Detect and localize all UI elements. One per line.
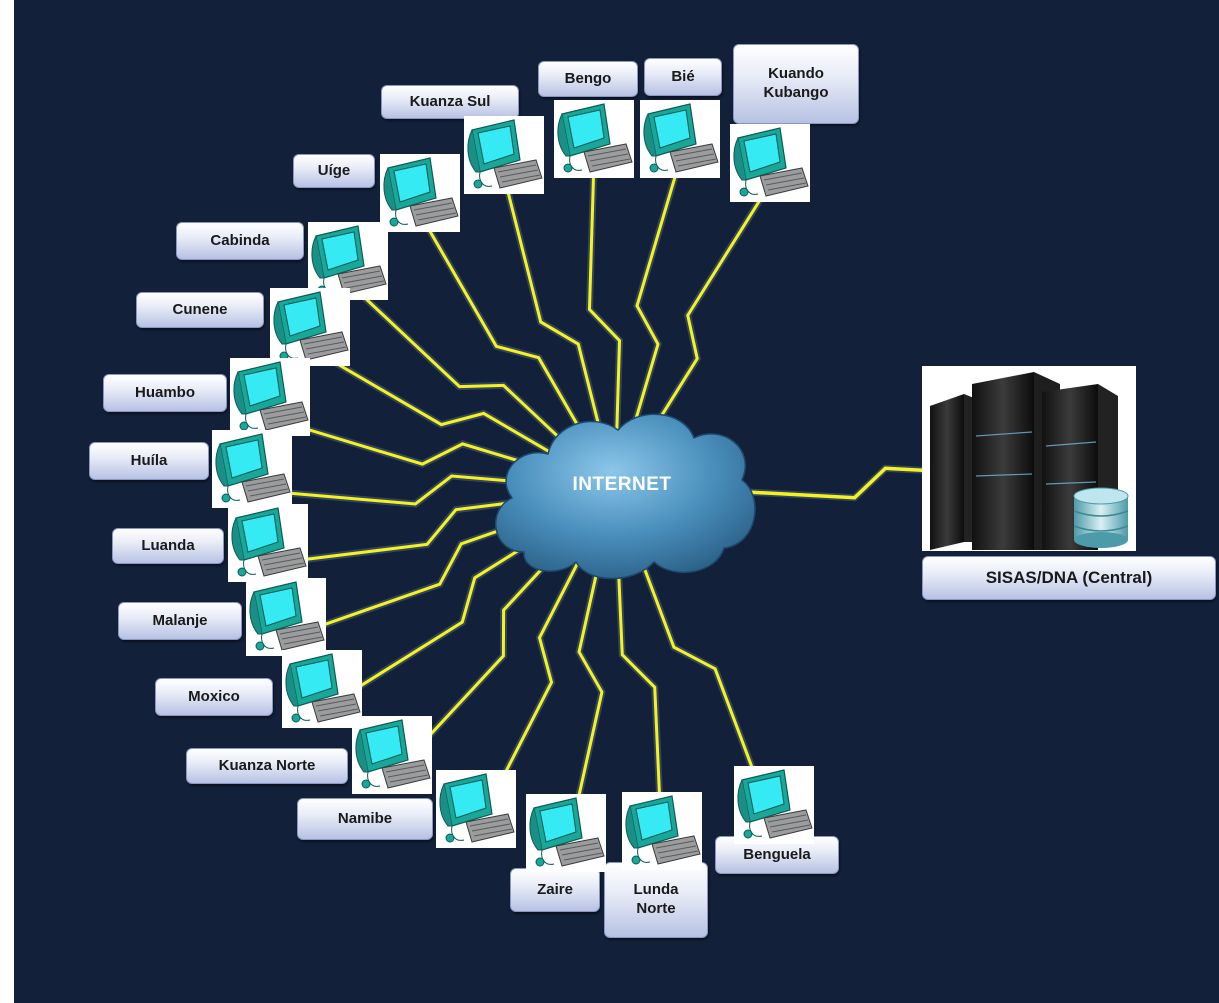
node-label-kuando-kubango: Kuando Kubango bbox=[733, 44, 859, 124]
computer-icon bbox=[730, 124, 810, 202]
computer-icon bbox=[228, 504, 308, 582]
node-label-cabinda: Cabinda bbox=[176, 222, 304, 260]
node-label-moxico: Moxico bbox=[155, 678, 273, 716]
computer-icon bbox=[640, 100, 720, 178]
internet-cloud bbox=[495, 413, 756, 580]
computer-icon bbox=[212, 430, 292, 508]
computer-icon bbox=[270, 288, 350, 366]
node-label-cunene: Cunene bbox=[136, 292, 264, 328]
node-label-luanda: Luanda bbox=[112, 528, 224, 564]
node-label-malanje: Malanje bbox=[118, 602, 242, 640]
node-label-huambo: Huambo bbox=[103, 374, 227, 412]
computer-icon bbox=[246, 578, 326, 656]
server-label: SISAS/DNA (Central) bbox=[922, 556, 1216, 600]
computer-icon bbox=[554, 100, 634, 178]
computer-icon bbox=[526, 794, 606, 872]
computer-icon bbox=[464, 116, 544, 194]
computer-icon bbox=[380, 154, 460, 232]
computer-icon bbox=[308, 222, 388, 300]
lightning-link bbox=[587, 159, 622, 491]
node-label-uige: Uíge bbox=[293, 154, 375, 188]
central-server-icon bbox=[922, 366, 1136, 551]
computer-icon bbox=[230, 358, 310, 436]
computer-icon bbox=[734, 766, 814, 844]
computer-icon bbox=[622, 792, 702, 870]
lightning-link bbox=[502, 175, 617, 491]
internet-label: INTERNET bbox=[572, 474, 672, 495]
node-label-bie: Bié bbox=[644, 58, 722, 96]
node-label-huila: Huíla bbox=[89, 442, 209, 480]
node-label-namibe: Namibe bbox=[297, 798, 433, 840]
node-label-kuanza-norte: Kuanza Norte bbox=[186, 748, 348, 784]
node-label-bengo: Bengo bbox=[538, 61, 638, 97]
node-label-zaire: Zaire bbox=[510, 868, 600, 912]
node-label-lunda-norte: Lunda Norte bbox=[604, 862, 708, 938]
computer-icon bbox=[436, 770, 516, 848]
computer-icon bbox=[282, 650, 362, 728]
computer-icon bbox=[352, 716, 432, 794]
node-label-kuanza-sul: Kuanza Sul bbox=[381, 85, 519, 119]
